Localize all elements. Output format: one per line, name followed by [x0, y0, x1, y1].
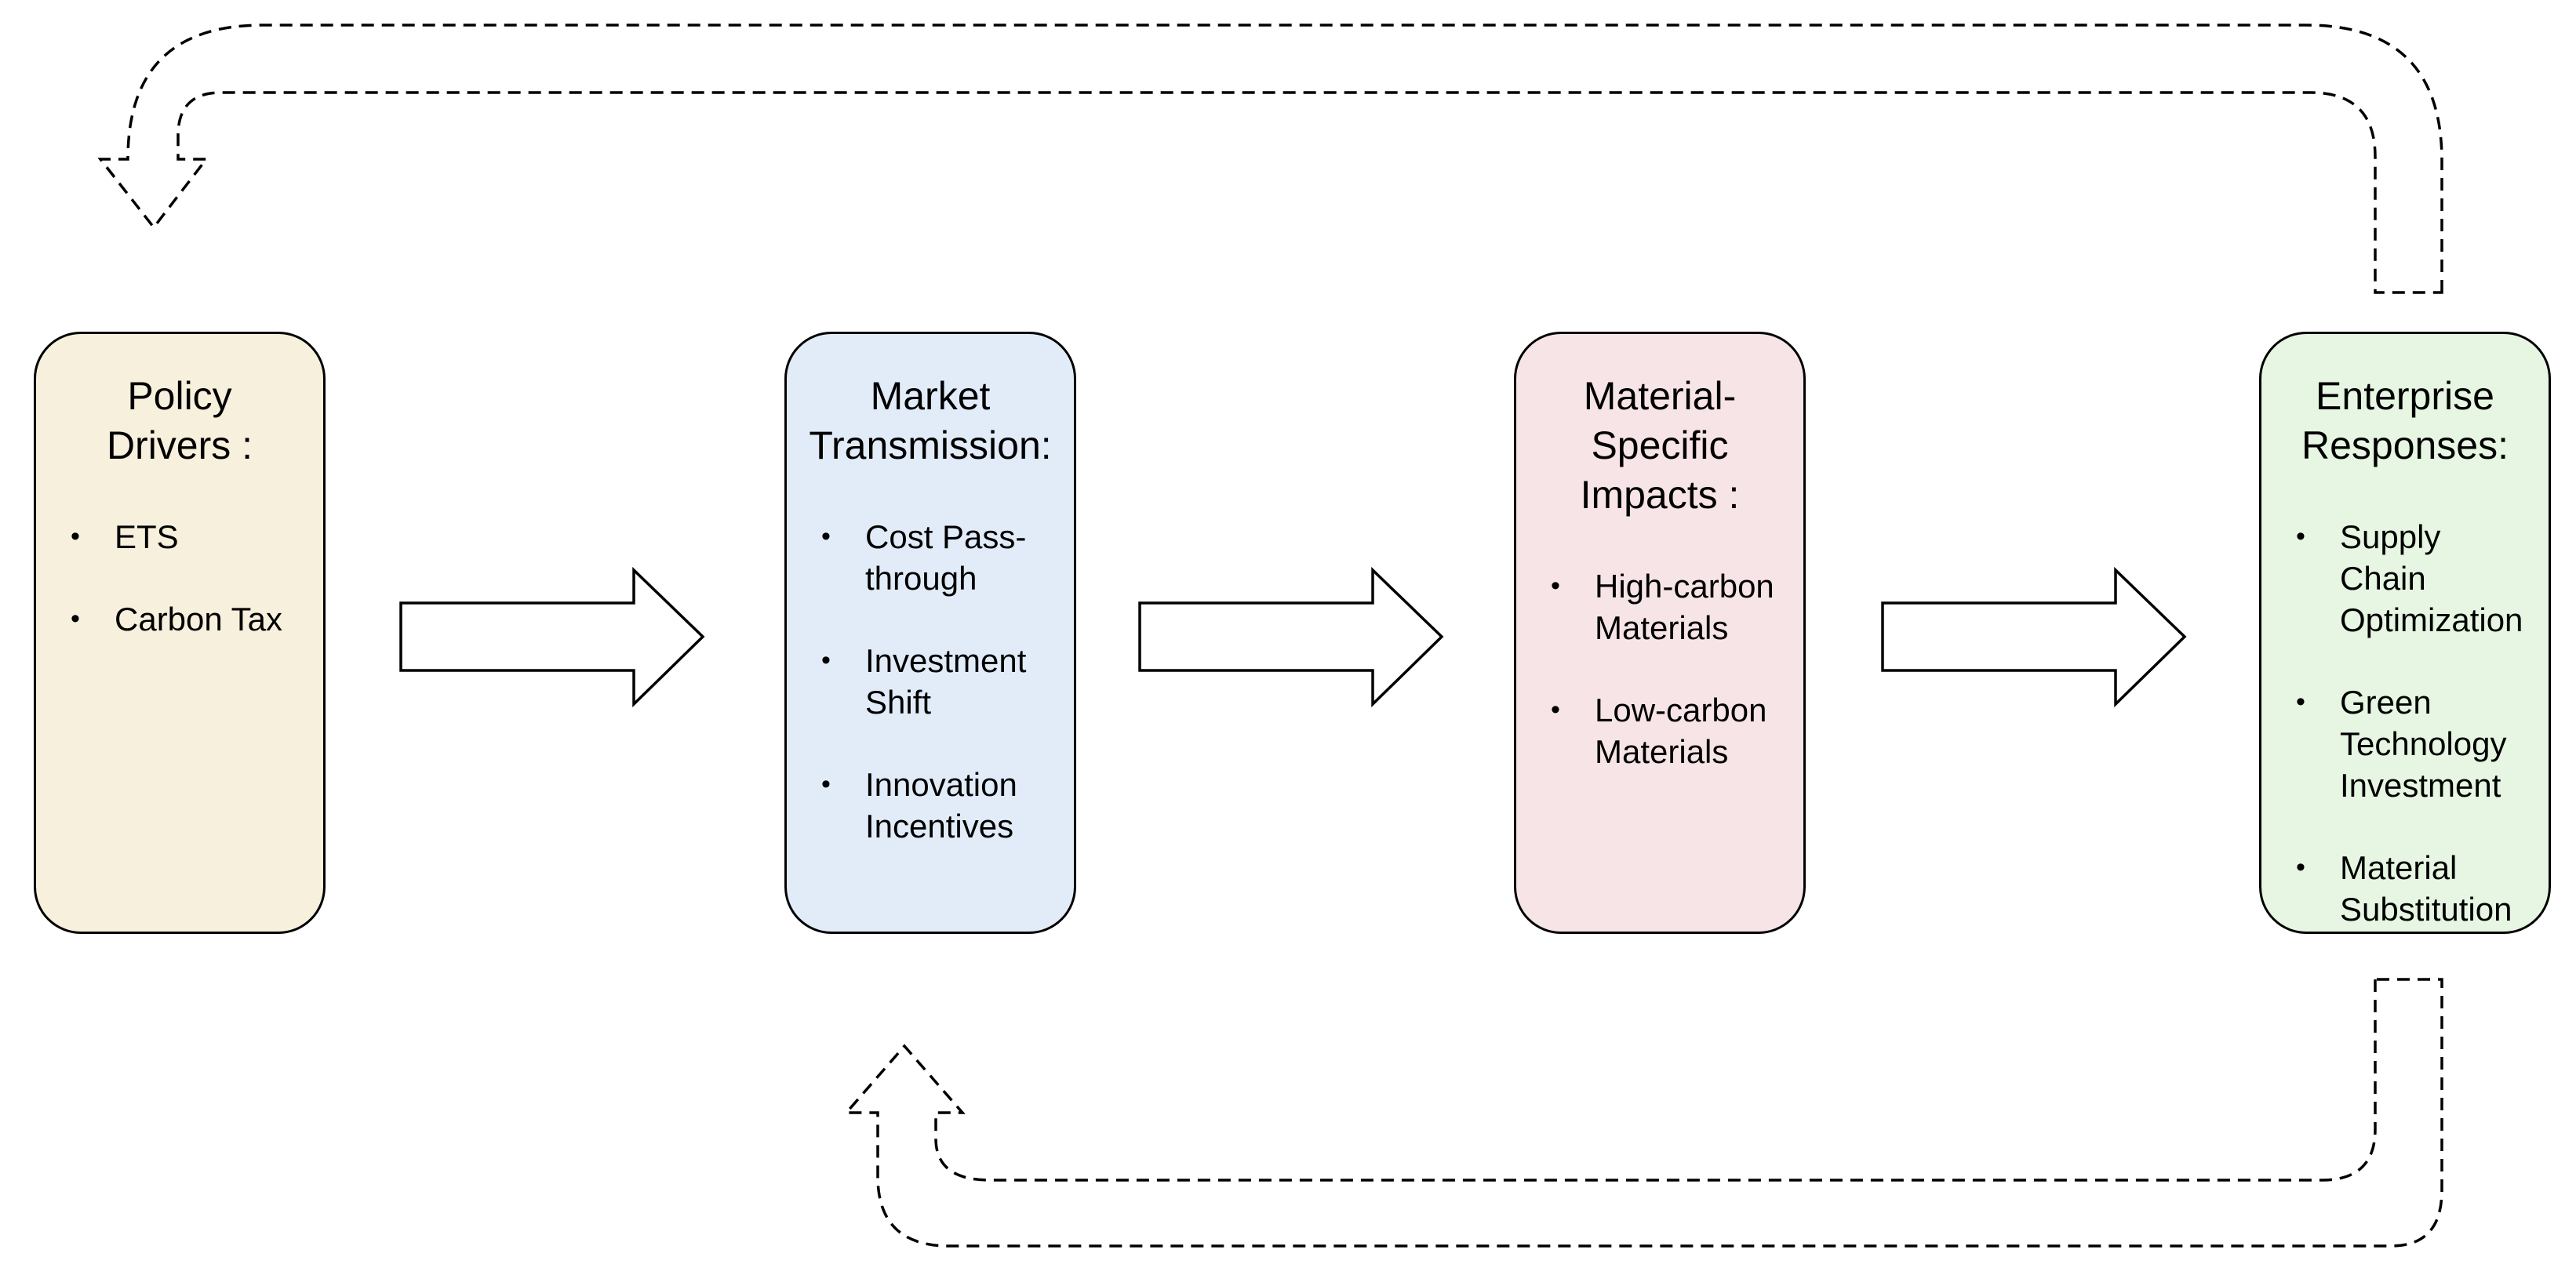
list-item: • High-carbon Materials [1516, 565, 1803, 648]
bullet-text: Supply Chain Optimization [2340, 518, 2523, 638]
bullet-text: Material Substitution [2340, 849, 2512, 928]
bullet-icon: • [821, 769, 831, 799]
title-line: Responses: [2301, 423, 2509, 467]
bullet-icon: • [2296, 687, 2305, 717]
list-item: • Cost Pass-through [787, 516, 1074, 599]
bullet-icon: • [71, 521, 80, 551]
box-enterprise-responses: Enterprise Responses: • Supply Chain Opt… [2259, 332, 2551, 934]
title-line: Specific [1591, 423, 1729, 467]
bullet-icon: • [71, 604, 80, 634]
list-item: • Material Substitution [2261, 847, 2549, 930]
bullet-list: • Supply Chain Optimization • Green Tech… [2261, 516, 2549, 930]
title-line: Transmission: [809, 423, 1052, 467]
box-policy-drivers: Policy Drivers : • ETS • Carbon Tax [34, 332, 326, 934]
box-title: Policy Drivers : [36, 334, 323, 470]
feedback-arrow-top [97, 24, 2443, 294]
box-title: Enterprise Responses: [2261, 334, 2549, 470]
bullet-text: Low-carbon Materials [1595, 692, 1767, 770]
bullet-text: Cost Pass-through [865, 518, 1027, 597]
title-line: Impacts : [1580, 473, 1740, 517]
bullet-icon: • [821, 521, 831, 551]
list-item: • Carbon Tax [36, 598, 323, 640]
bullet-text: Investment Shift [865, 642, 1027, 721]
bullet-list: • Cost Pass-through • Investment Shift •… [787, 516, 1074, 847]
bullet-icon: • [1551, 571, 1560, 601]
bullet-list: • High-carbon Materials • Low-carbon Mat… [1516, 565, 1803, 772]
flow-arrow-2 [1138, 566, 1444, 708]
bullet-icon: • [821, 645, 831, 675]
bullet-icon: • [2296, 521, 2305, 551]
list-item: • Innovation Incentives [787, 764, 1074, 847]
list-item: • Supply Chain Optimization [2261, 516, 2549, 641]
flow-arrow-3 [1881, 566, 2187, 708]
box-market-transmission: Market Transmission: • Cost Pass-through… [784, 332, 1076, 934]
bullet-list: • ETS • Carbon Tax [36, 516, 323, 640]
bullet-text: High-carbon Materials [1595, 568, 1774, 646]
box-title: Material- Specific Impacts : [1516, 334, 1803, 520]
bullet-text: ETS [115, 518, 179, 555]
title-line: Drivers : [106, 423, 253, 467]
list-item: • Investment Shift [787, 640, 1074, 723]
title-line: Market [870, 374, 991, 418]
bullet-text: Innovation Incentives [865, 766, 1017, 845]
bullet-text: Green Technology Investment [2340, 684, 2507, 804]
title-line: Enterprise [2316, 374, 2494, 418]
bullet-icon: • [1551, 695, 1560, 725]
list-item: • Low-carbon Materials [1516, 689, 1803, 772]
bullet-icon: • [2296, 852, 2305, 882]
feedback-arrow-bottom [843, 978, 2443, 1248]
title-line: Material- [1583, 374, 1737, 418]
box-material-specific-impacts: Material- Specific Impacts : • High-carb… [1514, 332, 1806, 934]
box-title: Market Transmission: [787, 334, 1074, 470]
flow-arrow-1 [399, 566, 705, 708]
list-item: • ETS [36, 516, 323, 558]
bullet-text: Carbon Tax [115, 601, 283, 638]
title-line: Policy [127, 374, 232, 418]
list-item: • Green Technology Investment [2261, 681, 2549, 806]
